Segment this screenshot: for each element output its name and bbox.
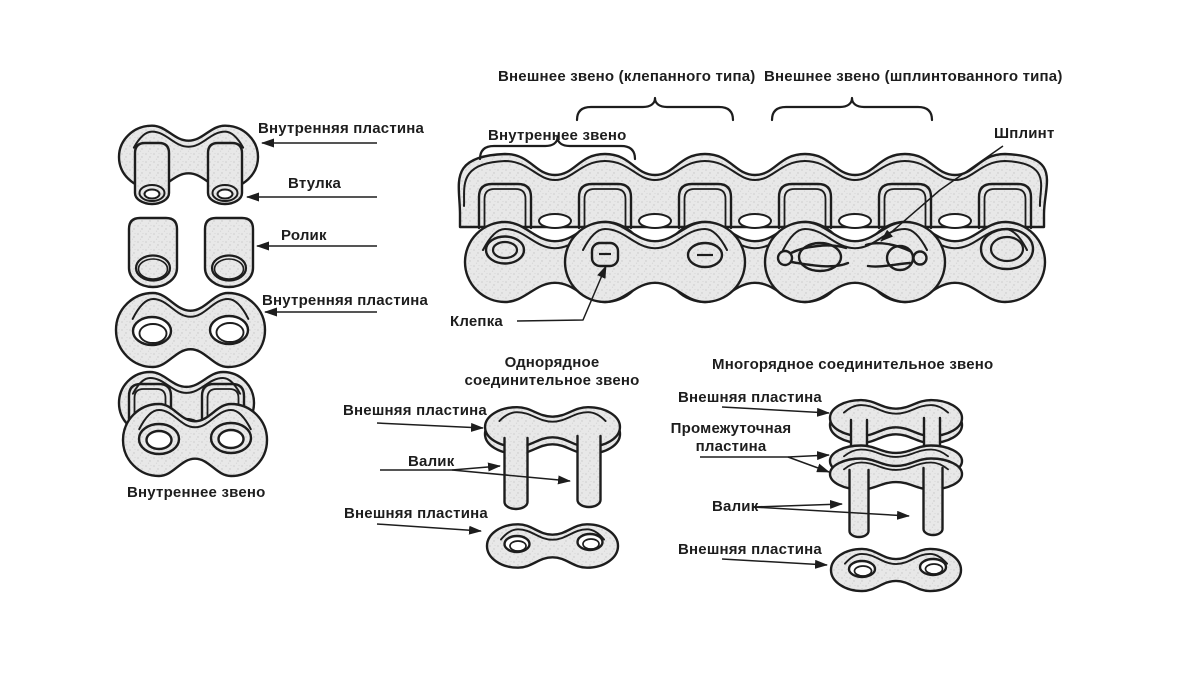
label-sr-pin: Валик [408, 453, 455, 470]
label-inner-plate-top: Внутренняя пластина [258, 120, 425, 137]
label-sr-outer-plate-top: Внешняя пластина [343, 402, 487, 419]
title-single-row-line1: Однорядное [504, 354, 600, 371]
annotation-lines [246, 96, 1004, 569]
label-cotter-pin: Шплинт [994, 125, 1055, 142]
title-multi-row-link: Многорядное соединительное звено [712, 356, 994, 373]
label-mr-intermediate-plate: Промежуточная пластина [664, 420, 798, 456]
caption-inner-link: Внутреннее звено [127, 484, 266, 501]
label-sr-outer-plate-bottom: Внешняя пластина [344, 505, 488, 522]
title-single-row-line2: соединительное звено [464, 372, 640, 389]
label-mr-outer-plate-top: Внешняя пластина [678, 389, 822, 406]
header-outer-link-cottered: Внешнее звено (шплинтованного типа) [764, 68, 1063, 85]
label-rivet: Клепка [450, 313, 503, 330]
label-inner-link-chain: Внутреннее звено [488, 127, 627, 144]
single-row-link-drawing [483, 405, 622, 569]
label-mr-intermediate-line2: пластина [695, 438, 767, 455]
label-mr-intermediate-line1: Промежуточная [670, 420, 792, 437]
exploded-inner-link-drawing [114, 124, 269, 478]
multi-row-link-drawing [828, 398, 964, 593]
title-single-row-link: Однорядное соединительное звено [455, 354, 649, 390]
label-mr-pin: Валик [712, 498, 759, 515]
label-inner-plate-bottom: Внутренняя пластина [262, 292, 429, 309]
header-outer-link-riveted: Внешнее звено (клепанного типа) [498, 68, 756, 85]
label-bushing: Втулка [288, 175, 342, 192]
chain-assembly-drawing [457, 152, 1049, 304]
label-roller: Ролик [281, 227, 327, 244]
label-mr-outer-plate-bottom: Внешняя пластина [678, 541, 822, 558]
